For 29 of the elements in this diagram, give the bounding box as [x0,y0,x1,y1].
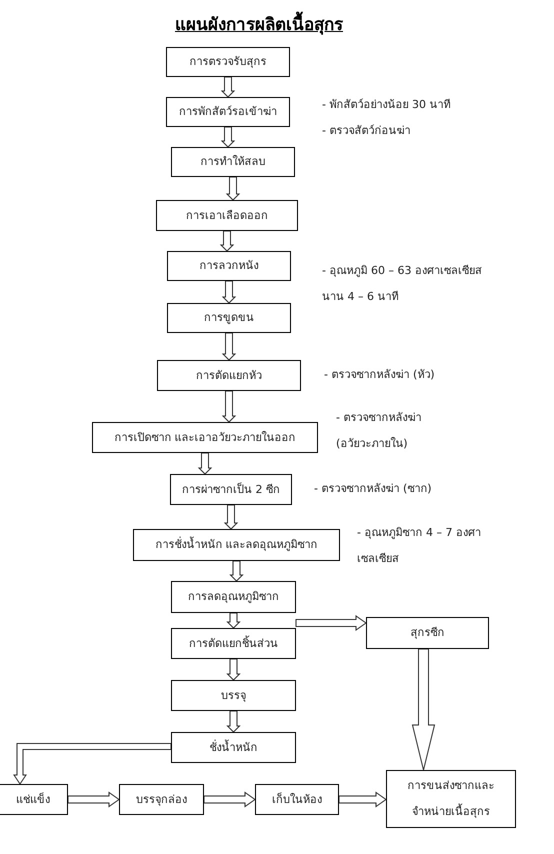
block-arrow [412,648,436,770]
process-box: การตัดแยกหัว [157,360,301,391]
side-note: - อุณหภูมิซาก 4 – 7 องศาเซลเซียส [357,525,482,567]
process-box: บรรจุ [171,680,296,711]
process-box: การตัดแยกชิ้นส่วน [171,628,296,659]
side-note: - ตรวจสัตว์ก่อนฆ่า [322,123,412,139]
process-box: สุกรซีก [366,617,489,649]
process-box: การทำให้สลบ [171,147,295,177]
process-box: การเปิดซาก และเอาอวัยวะภายในออก [92,422,318,453]
process-box: การขูดขน [167,303,291,333]
process-box: เก็บในห้อง [255,784,339,815]
process-box: แช่แข็ง [0,784,68,815]
process-box: การลดอุณหภูมิซาก [171,581,296,613]
side-note: - ตรวจซากหลังฆ่า (หัว) [324,367,436,383]
process-box: การขนส่งซากและจำหน่ายเนื้อสุกร [386,770,516,828]
process-box: การชั่งน้ำหนัก และลดอุณหภูมิซาก [133,529,340,561]
side-note: - พักสัตว์อย่างน้อย 30 นาที [322,97,452,113]
process-box: การเอาเลือดออก [156,200,298,231]
process-box: ชั่งน้ำหนัก [171,732,296,763]
side-note: - ตรวจซากหลังฆ่า (ซาก) [314,481,433,497]
process-box: บรรจุกล่อง [119,784,204,815]
side-note: - ตรวจซากหลังฆ่า (อวัยวะภายใน) [336,410,422,452]
process-box: การลวกหนัง [167,251,291,281]
title: แผนผังการผลิตเนื้อสุกร [0,10,518,37]
side-note: - อุณหภูมิ 60 – 63 องศาเซลเซียส นาน 4 – 6 นาที [322,263,483,305]
process-box: การพักสัตว์รอเข้าฆ่า [166,97,290,127]
process-box: การผ่าซากเป็น 2 ซีก [170,474,292,505]
block-arrow [13,743,172,785]
process-box: การตรวจรับสุกร [166,47,290,77]
